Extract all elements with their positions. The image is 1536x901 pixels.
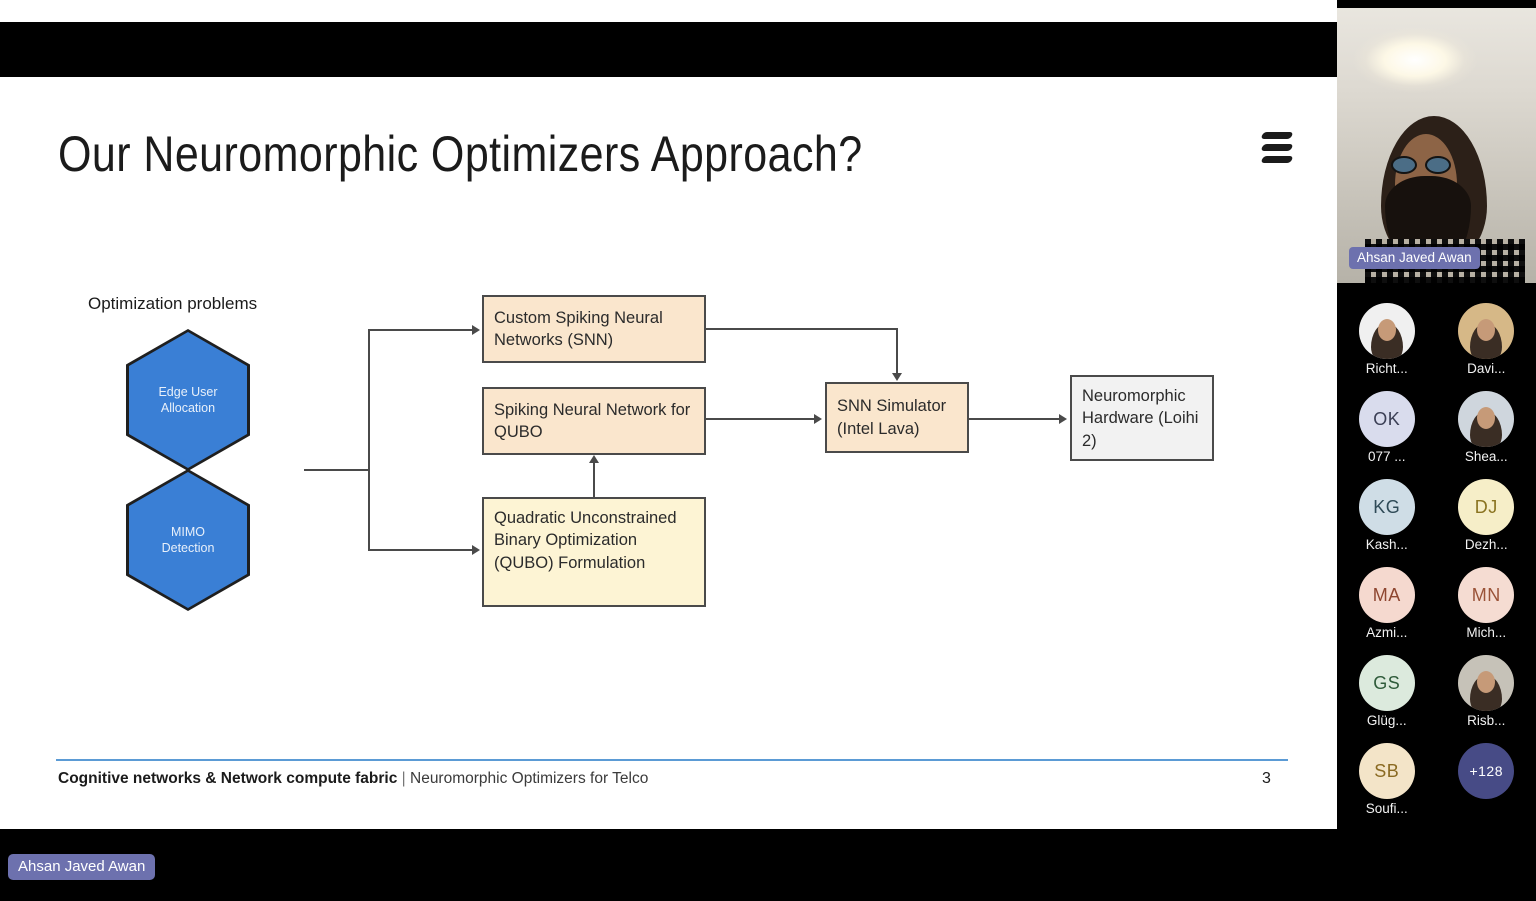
avatar-initials: MA	[1358, 567, 1415, 623]
avatar-initials: MN	[1458, 567, 1515, 623]
glasses-icon	[1391, 156, 1465, 174]
participant-name: Shea...	[1464, 449, 1508, 464]
participant-tile[interactable]: MN Mich...	[1442, 567, 1530, 655]
arrowhead-to-custom-snn	[472, 325, 480, 335]
participant-name: Richt...	[1365, 361, 1408, 376]
participant-name: Soufi...	[1365, 801, 1408, 816]
connector-to-qubo-formulation	[368, 549, 474, 551]
footer-subtitle: Neuromorphic Optimizers for Telco	[410, 770, 649, 787]
slide-title: Our Neuromorphic Optimizers Approach?	[58, 126, 863, 182]
connector-vertical-split	[368, 329, 370, 551]
slide-page-number: 3	[1262, 770, 1271, 787]
arrowhead-into-snn-simulator-top	[892, 373, 902, 381]
connector-snn-qubo-to-simulator	[706, 418, 816, 420]
avatar-initials: GS	[1358, 655, 1415, 711]
box-custom-spiking-neural-networks: Custom Spiking Neural Networks (SNN)	[482, 295, 706, 363]
active-speaker-badge: Ahsan Javed Awan	[8, 854, 156, 880]
box-snn-simulator-intel-lava: SNN Simulator (Intel Lava)	[825, 382, 969, 453]
participant-tile[interactable]: Risb...	[1442, 655, 1530, 743]
participant-name: Risb...	[1467, 713, 1506, 728]
avatar-initials: DJ	[1458, 479, 1515, 535]
participant-tile[interactable]: MA Azmi...	[1343, 567, 1431, 655]
connector-qubo-up	[593, 463, 595, 499]
footer-divider	[56, 759, 1288, 761]
participant-tile[interactable]: Richt...	[1343, 303, 1431, 391]
hexagon-label-line1: Edge User	[158, 384, 218, 399]
participant-tile[interactable]: SB Soufi...	[1343, 743, 1431, 831]
hexagon-fill: Edge User Allocation	[129, 332, 247, 468]
presentation-slide[interactable]: Our Neuromorphic Optimizers Approach? Op…	[0, 77, 1337, 829]
slide-top-margin	[0, 0, 1337, 22]
avatar-photo	[1358, 303, 1415, 359]
connector-custom-snn-right	[706, 328, 898, 330]
box-qubo-formulation: Quadratic Unconstrained Binary Optimizat…	[482, 497, 706, 607]
hexagon-fill: MIMO Detection	[129, 472, 247, 608]
footer-text: Cognitive networks & Network compute fab…	[58, 770, 648, 788]
footer-separator: |	[401, 770, 406, 787]
arrowhead-into-hardware	[1059, 414, 1067, 424]
avatar-photo	[1458, 303, 1515, 359]
participant-name: Azmi...	[1366, 625, 1408, 640]
hexagon-label-line2: Detection	[161, 541, 215, 555]
overflow-count-badge[interactable]: +128	[1458, 743, 1515, 799]
box-spiking-neural-network-for-qubo: Spiking Neural Network for QUBO	[482, 387, 706, 455]
participant-tile[interactable]: DJ Dezh...	[1442, 479, 1530, 567]
participant-thumbnail-grid[interactable]: Richt... Davi... OK 077 ... Shea... KG Kash...…	[1337, 303, 1536, 873]
letterbox-top	[0, 22, 1337, 77]
avatar-photo	[1458, 655, 1515, 711]
connector-simulator-to-hardware	[969, 418, 1061, 420]
participant-name: Dezh...	[1464, 537, 1508, 552]
box-neuromorphic-hardware-loihi2: Neuromorphic Hardware (Loihi 2)	[1070, 375, 1214, 461]
arrowhead-into-snn-simulator-left	[814, 414, 822, 424]
optimization-problems-label: Optimization problems	[88, 294, 258, 313]
participant-name: Glüg...	[1366, 713, 1407, 728]
footer-title: Cognitive networks & Network compute fab…	[58, 770, 398, 787]
participant-tile[interactable]: KG Kash...	[1343, 479, 1431, 567]
participant-tile[interactable]: OK 077 ...	[1343, 391, 1431, 479]
avatar-initials: KG	[1358, 479, 1415, 535]
participant-name: Mich...	[1466, 625, 1507, 640]
participant-tile[interactable]: GS Glüg...	[1343, 655, 1431, 743]
participant-name: Kash...	[1365, 537, 1408, 552]
architecture-diagram: Optimization problems Edge User Allocati…	[0, 77, 1337, 829]
hexagon-label-line1: MIMO	[170, 524, 206, 539]
participants-rail[interactable]: Ahsan Javed Awan Richt... Davi... OK 077 ..…	[1337, 0, 1536, 901]
participant-tile[interactable]: Davi...	[1442, 303, 1530, 391]
main-video-tile[interactable]: Ahsan Javed Awan	[1337, 8, 1536, 283]
arrowhead-into-snn-qubo-bottom	[589, 455, 599, 463]
avatar-initials: SB	[1358, 743, 1415, 799]
connector-to-custom-snn	[368, 329, 474, 331]
avatar-photo	[1458, 391, 1515, 447]
hexagon-mimo-detection: MIMO Detection	[126, 469, 250, 611]
avatar-initials: OK	[1358, 391, 1415, 447]
participant-tile[interactable]: +128	[1442, 743, 1530, 831]
hexagon-label-line2: Allocation	[160, 401, 216, 415]
participant-name: Davi...	[1467, 361, 1506, 376]
hexagon-edge-user-allocation: Edge User Allocation	[126, 329, 250, 471]
main-video-name-badge: Ahsan Javed Awan	[1349, 247, 1480, 269]
connector-stem	[304, 469, 370, 471]
connector-custom-snn-down	[896, 328, 898, 374]
participant-tile[interactable]: Shea...	[1442, 391, 1530, 479]
arrowhead-to-qubo-formulation	[472, 545, 480, 555]
participant-name: 077 ...	[1367, 449, 1406, 464]
